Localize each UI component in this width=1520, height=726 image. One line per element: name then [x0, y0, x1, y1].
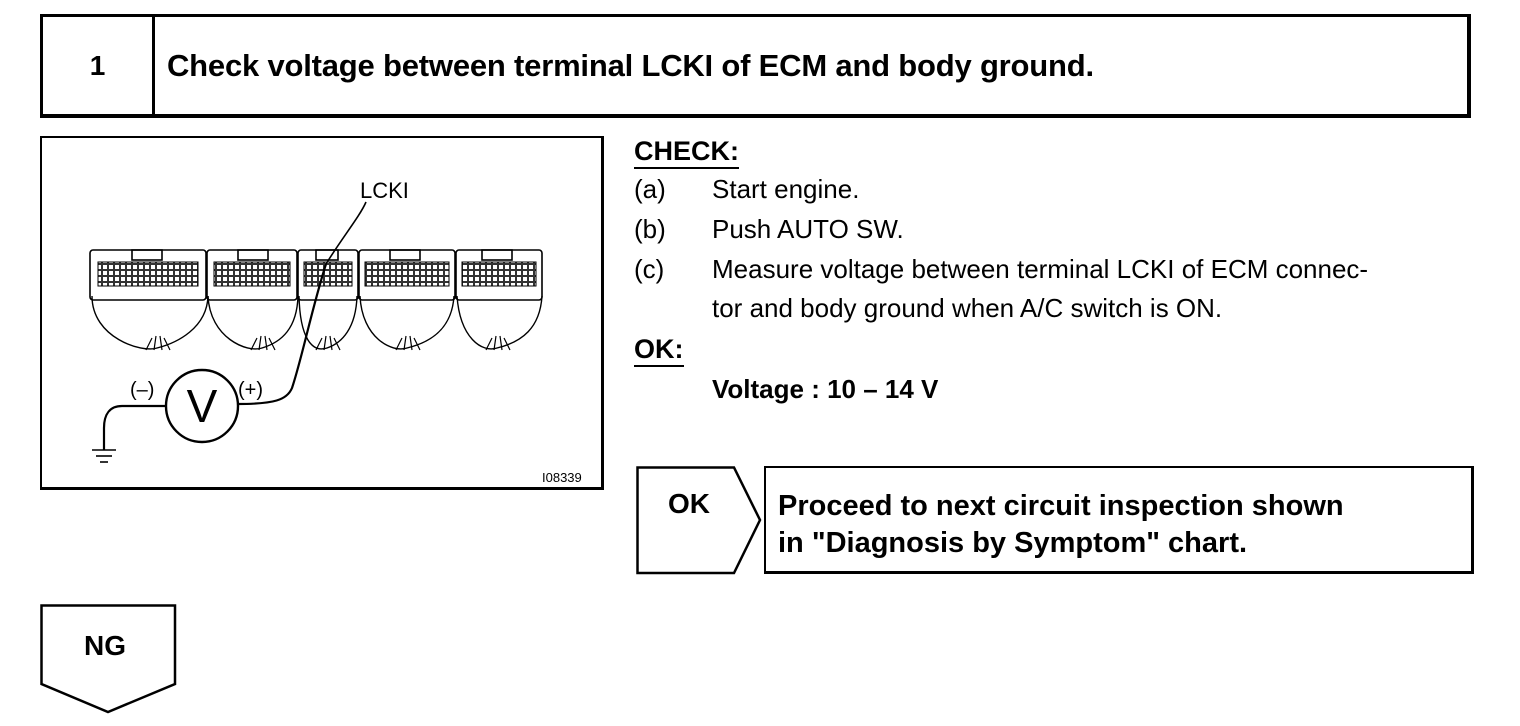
voltmeter-symbol: V — [187, 380, 218, 432]
ok-heading: OK: — [634, 334, 684, 367]
check-heading: CHECK: — [634, 136, 739, 169]
ground-icon — [92, 449, 116, 463]
ok-result-box: Proceed to next circuit inspection shown… — [764, 466, 1474, 574]
negative-probe-label: (–) — [130, 379, 154, 401]
ok-result-line-2: in "Diagnosis by Symptom" chart. — [778, 527, 1248, 559]
lcki-label: LCKI — [360, 178, 409, 203]
step-text: tor and body ground when A/C switch is O… — [712, 293, 1223, 323]
step-text: Start engine. — [712, 174, 860, 204]
step-title: Check voltage between terminal LCKI of E… — [167, 47, 1094, 83]
positive-probe-label: (+) — [238, 379, 263, 401]
step-number: 1 — [43, 17, 155, 114]
step-text: Push AUTO SW. — [712, 214, 904, 244]
step-label: (a) — [634, 174, 666, 204]
ng-label: NG — [84, 630, 126, 661]
step-label: (c) — [634, 254, 665, 284]
voltage-spec: Voltage : 10 – 14 V — [712, 374, 939, 404]
step-header: 1 Check voltage between terminal LCKI of… — [40, 14, 1471, 118]
ng-arrow-shape — [40, 604, 177, 714]
step-text: Measure voltage between terminal LCKI of… — [712, 254, 1369, 284]
connector-diagram-drawing: V LCKI (–) (+) I08339 — [89, 178, 582, 485]
ok-result-line-1: Proceed to next circuit inspection shown — [778, 490, 1344, 522]
ok-label: OK — [668, 488, 710, 519]
ok-arrow-shape — [636, 466, 762, 575]
figure-id: I08339 — [542, 470, 582, 485]
connector-diagram: V LCKI (–) (+) I08339 — [40, 136, 604, 490]
step-label: (b) — [634, 214, 666, 244]
